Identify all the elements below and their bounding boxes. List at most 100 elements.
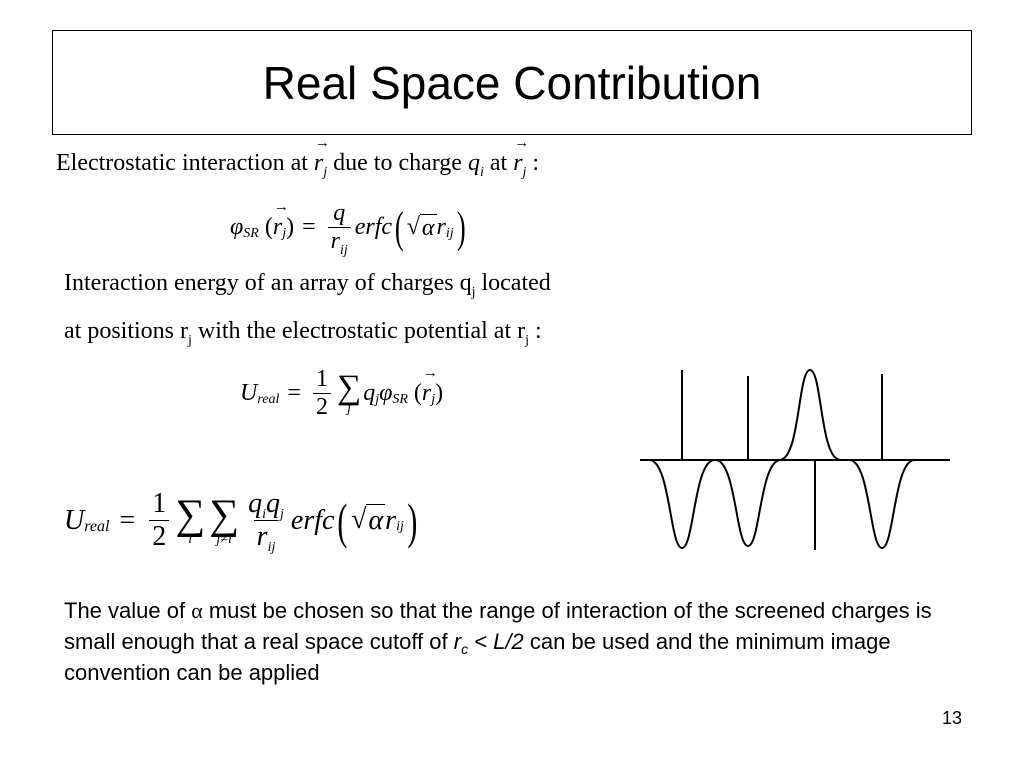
eq2-equals: = (287, 380, 301, 406)
line1-text-d: : (526, 150, 540, 176)
eq3-U: U (64, 504, 85, 536)
eq3-num-charges: qiqj (245, 488, 287, 522)
eq1-r-ij-sub: ij (445, 225, 454, 241)
eq3-big-paren-open: ( (337, 492, 348, 549)
line1-text-c: at (483, 150, 514, 176)
para-rc-sub: c (461, 640, 469, 657)
eq2-r-sub: j (431, 391, 436, 407)
eq1-big-paren-close: ) (456, 203, 466, 252)
line1-var-r2: r (513, 135, 530, 177)
eq3-sum-j: ∑j≠i (209, 494, 239, 548)
eq2-r: r (422, 365, 439, 407)
figure-gaussian-up (779, 368, 841, 461)
eq2-denominator: 2 (312, 393, 331, 421)
para-ineq: < L/2 (468, 628, 524, 654)
eq1-paren-close: ) (286, 214, 295, 240)
sum-icon: ∑ (336, 368, 362, 406)
eq3-sqrt: √α (351, 504, 386, 537)
figure-gaussian-down-1 (649, 459, 715, 550)
eq1-paren-open: ( (264, 214, 273, 240)
eq3-q2-sub: j (280, 507, 284, 522)
page-number: 13 (941, 708, 962, 728)
eq3-equals: = (119, 504, 136, 536)
eq3-den-r-var: r (256, 521, 268, 552)
line3-text-b: with the electrostatic potential at r (191, 318, 526, 344)
eq3-big-paren-close: ) (407, 492, 418, 549)
eq3-r-sub: ij (396, 518, 404, 534)
para-text-a: The value of (64, 598, 192, 623)
eq3-fraction-half: 1 2 (149, 488, 170, 553)
eq1-den-r: r (330, 228, 340, 254)
eq2-paren-close: ) (435, 380, 444, 406)
eq1-fraction: q rij (327, 200, 351, 258)
para-rc: r (453, 628, 462, 654)
eq3-sum1-lim: i (188, 531, 193, 547)
eq3-r: r (385, 504, 397, 536)
para-text-b: must be chosen so that the range of inte… (64, 598, 932, 654)
eq3-den-r: rij (253, 520, 279, 555)
line3-text-c: : (529, 318, 542, 344)
sum-icon: ∑ (209, 491, 240, 538)
line1-text-a: Electrostatic interaction at (56, 150, 314, 176)
eq2-paren-open: ( (413, 380, 422, 406)
eq3-q2: q (266, 488, 281, 519)
line-interaction-energy: Interaction energy of an array of charge… (64, 270, 551, 300)
equation-phi-sr: φSR (rj) = q rij erfc ( √α rij ) (230, 199, 468, 258)
eq1-sub-j: j (282, 225, 287, 241)
eq3-den-r-sub: ij (267, 540, 276, 555)
eq3-sum-i: ∑i (175, 494, 205, 548)
eq3-numerator: 1 (152, 488, 167, 519)
line2-sub-j: j (471, 285, 476, 300)
line-electrostatic-interaction: Electrostatic interaction at rj due to c… (56, 135, 540, 180)
eq1-erfc: erfc (354, 214, 393, 240)
eq3-q1-sub: i (262, 507, 267, 522)
eq3-alpha: α (366, 504, 386, 536)
eq3-fraction-charges: qiqj rij (245, 488, 287, 555)
line1-sub-i: i (479, 165, 484, 180)
eq2-phi: φ (379, 380, 393, 406)
screened-charges-figure (640, 368, 950, 550)
eq2-U: U (240, 380, 258, 406)
line1-text-b: due to charge (327, 150, 468, 176)
eq3-sub-real: real (84, 517, 110, 535)
eq3-erfc: erfc (290, 504, 335, 536)
line3-text-a: at positions r (64, 318, 188, 344)
eq1-numerator: q (333, 200, 346, 226)
eq2-sum: ∑j (336, 368, 362, 417)
eq1-r: r (273, 199, 290, 241)
eq1-phi: φ (230, 214, 244, 240)
line3-sub-j2: j (525, 333, 529, 348)
eq1-equals: = (302, 214, 316, 240)
line1-sub-j2: j (522, 165, 527, 180)
eq3-sum2-lim: j≠i (216, 531, 232, 547)
eq1-den-sub: ij (339, 243, 348, 258)
eq2-sum-lim: j (347, 400, 351, 416)
para-alpha: α (191, 598, 203, 623)
sum-icon: ∑ (175, 491, 206, 538)
sqrt-icon: √ (351, 504, 367, 535)
eq1-denominator: rij (327, 227, 351, 258)
eq1-r-ij: r (436, 214, 446, 240)
eq2-q-sub: j (375, 391, 380, 407)
para-text-c: can be used and the minimum image conven… (64, 628, 891, 685)
sqrt-icon: √ (406, 213, 420, 240)
line1-var-q: q (467, 150, 480, 176)
eq2-phi-sub: SR (392, 391, 408, 407)
eq1-sqrt: √α (406, 213, 437, 242)
eq2-numerator: 1 (315, 366, 328, 392)
line-positions: at positions rj with the electrostatic p… (64, 318, 542, 348)
eq3-q1: q (248, 488, 263, 519)
eq2-sub-real: real (257, 391, 280, 407)
line2-text-a: Interaction energy of an array of charge… (64, 270, 472, 296)
figure-gaussian-down-2 (715, 459, 781, 548)
line1-sub-j: j (323, 165, 328, 180)
line3-sub-j: j (188, 333, 192, 348)
eq2-q: q (363, 380, 376, 406)
title-box: Real Space Contribution (52, 30, 972, 135)
eq1-big-paren-open: ( (394, 203, 404, 252)
eq1-sub-sr: SR (243, 225, 259, 241)
slide-title: Real Space Contribution (262, 56, 762, 109)
eq3-denominator: 2 (149, 520, 170, 553)
